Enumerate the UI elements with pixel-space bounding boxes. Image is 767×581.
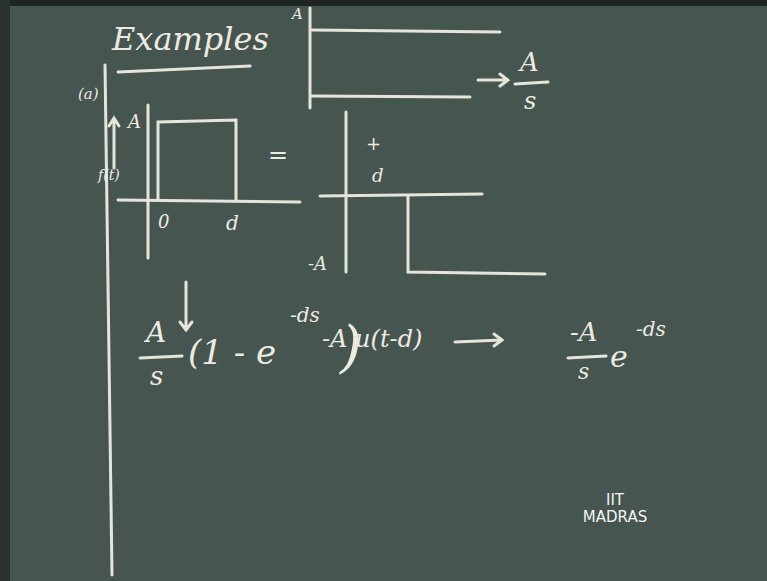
axis-value: A [292,6,303,23]
exponent: -ds [290,304,320,326]
exponent-base: e [610,340,628,373]
axis-value: A [128,112,141,132]
axis-tick: 0 [158,212,169,232]
expression: (1 - e [188,334,276,371]
axis-tick: d [226,212,239,234]
fraction-numerator: A [146,318,166,349]
axis-value: -A [308,254,327,274]
exponent: -ds [636,318,666,340]
axis-label: f(t) [98,168,120,183]
fraction-denominator: s [524,88,536,114]
heading: Examples [112,22,269,57]
bracket: ) [340,316,362,378]
part-label: (a) [78,86,99,103]
fraction-denominator: s [150,362,163,391]
fraction-numerator: -A [570,318,598,347]
equals-sign: = [268,142,288,168]
fraction-denominator: s [578,360,589,384]
fraction-numerator: A [520,48,539,77]
plus-sign: + [366,134,381,154]
expression: -A u(t-d) [322,326,422,352]
watermark: IIT MADRAS [580,492,650,525]
axis-tick: d [372,166,384,186]
